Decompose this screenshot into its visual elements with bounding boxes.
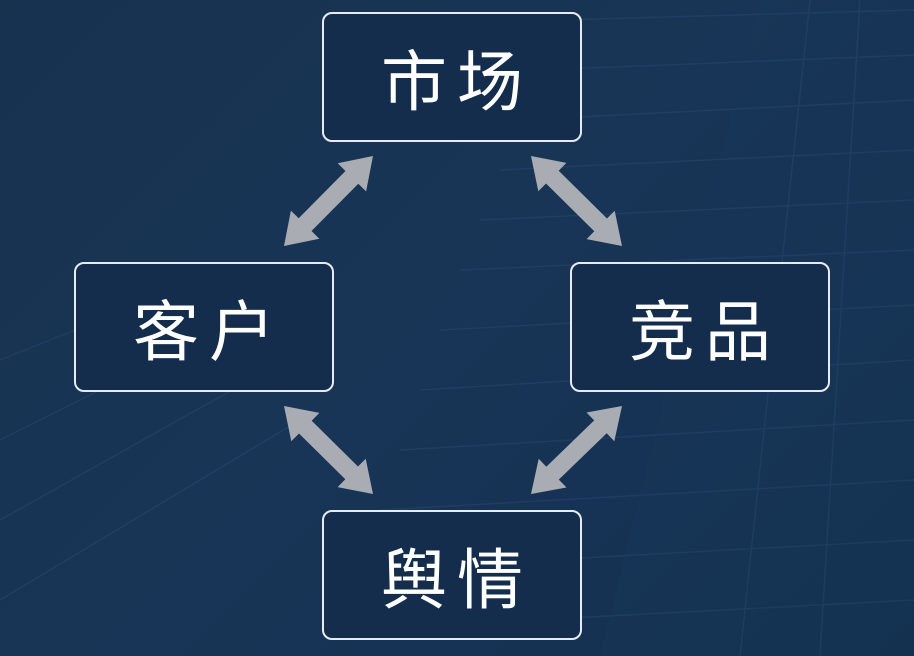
arrow-competitor-opinion [531,406,622,494]
node-market: 市场 [322,12,582,142]
node-competitor-label: 竞品 [629,294,781,371]
node-opinion: 舆情 [322,510,582,640]
node-opinion-label: 舆情 [381,542,533,619]
arrow-market-customer [284,156,373,246]
node-market-label: 市场 [381,44,533,121]
node-competitor: 竞品 [570,262,830,392]
node-customer-label: 客户 [133,294,285,371]
node-customer: 客户 [74,262,334,392]
arrow-market-competitor [531,156,622,246]
arrow-customer-opinion [284,406,373,494]
